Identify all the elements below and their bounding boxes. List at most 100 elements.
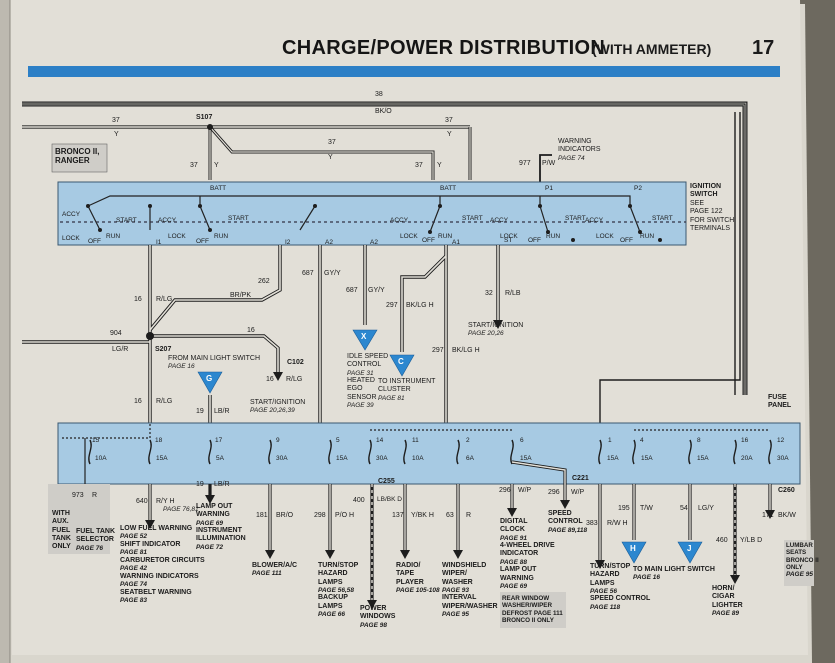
wire-171-color: BK/W: [778, 512, 796, 519]
fuse-2-amp: 6A: [466, 455, 474, 462]
wire-19-out-num: 19: [196, 481, 204, 488]
fuse-panel: [57, 422, 801, 485]
wire-137-num: 137: [392, 512, 404, 519]
pos-run-4: RUN: [546, 233, 561, 240]
wire-37-color-d: Y: [214, 162, 219, 169]
fuse-11-num: 11: [412, 437, 419, 444]
wire-297-color-b: BK/LG H: [452, 347, 480, 354]
fuse-17-num: 17: [215, 437, 223, 444]
wire-171-num: 171: [762, 512, 774, 519]
fuse-18-num: 18: [155, 437, 163, 444]
wire-195-num: 195: [618, 505, 630, 512]
wire-297-color-a: BK/LG H: [406, 302, 434, 309]
low-fuel-page-ref: PAGE 76,81: [163, 506, 199, 513]
wire-37-color-c: Y: [447, 131, 452, 138]
wire-63-color: R: [466, 512, 472, 519]
wire-640-num: 640: [136, 498, 148, 505]
wire-296-num-b: 296: [548, 489, 560, 496]
wire-973-num: 973: [72, 492, 84, 499]
term-i2: I2: [285, 239, 291, 246]
wire-37-color-a: Y: [114, 131, 119, 138]
connector-c260: C260: [778, 487, 795, 494]
wire-298-num: 298: [314, 512, 326, 519]
wire-37-color-e: Y: [437, 162, 442, 169]
wire-54-num: 54: [680, 505, 688, 512]
term-p1: P1: [545, 185, 553, 192]
callout-j-letter: J: [687, 544, 692, 553]
batt-label-1: BATT: [210, 185, 227, 192]
wire-262-num: 262: [258, 278, 270, 285]
wire-687-num-b: 687: [346, 287, 358, 294]
fuse-4-amp: 15A: [641, 455, 653, 462]
fuse-1-amp: 15A: [607, 455, 619, 462]
pos-run-1: RUN: [106, 233, 121, 240]
wire-38-num: 38: [375, 91, 383, 98]
pos-lock-2: LOCK: [168, 233, 186, 240]
pos-accy-1: ACCY: [62, 211, 81, 218]
pos-start-2: START: [228, 215, 249, 222]
wire-687-num-a: 687: [302, 270, 314, 277]
wire-63-num: 63: [446, 512, 454, 519]
rear-window-note-box: [500, 592, 566, 628]
wire-687-color-b: GY/Y: [368, 287, 385, 294]
wire-460-num: 460: [716, 537, 728, 544]
wire-37-num-c: 37: [445, 117, 453, 124]
wire-181-num: 181: [256, 512, 268, 519]
splice-s107: S107: [196, 114, 213, 121]
pos-lock-3: LOCK: [400, 233, 418, 240]
wire-297-num-b: 297: [432, 347, 444, 354]
pos-off-4: OFF: [528, 237, 541, 244]
wire-297-num-a: 297: [386, 302, 398, 309]
callout-c-letter: C: [398, 357, 404, 366]
wire-16-color-d: R/LG: [156, 398, 173, 405]
wire-195-color: T/W: [640, 505, 653, 512]
page-title: CHARGE/POWER DISTRIBUTION: [282, 37, 606, 59]
pos-lock-4: LOCK: [500, 233, 518, 240]
start-ignition-label-1: START/IGNITION PAGE 20,26: [468, 322, 524, 338]
fuse-8-amp: 15A: [697, 455, 709, 462]
pos-lock-1: LOCK: [62, 235, 80, 242]
term-a2-2: A2: [370, 239, 378, 246]
page-number: 17: [752, 37, 775, 59]
wire-37-num-a: 37: [112, 117, 120, 124]
fuse-18-amp: 15A: [156, 455, 168, 462]
wire-54-color: LG/Y: [698, 505, 714, 512]
fuse-12-amp: 30A: [777, 455, 789, 462]
warning-wire-color: P/W: [542, 160, 556, 167]
splice-s207: S207: [155, 346, 172, 353]
lumbar-note-box: [784, 540, 814, 586]
wire-16-color-c: R/LG: [286, 376, 303, 383]
fuse-5-amp: 15A: [336, 455, 348, 462]
fuse-14-num: 14: [376, 437, 384, 444]
fuse-9-num: 9: [276, 437, 280, 444]
wire-296-color-b: W/P: [571, 489, 585, 496]
wire-37-num-d: 37: [190, 162, 198, 169]
pos-accy-4: ACCY: [490, 217, 509, 224]
pos-off-2: OFF: [196, 238, 209, 245]
batt-label-2: BATT: [440, 185, 457, 192]
pos-start-4: START: [565, 215, 586, 222]
wire-32-color: R/LB: [505, 290, 521, 297]
fuse-1-num: 1: [608, 437, 612, 444]
wire-181-color: BR/O: [276, 512, 294, 519]
to-main-light-switch-label: TO MAIN LIGHT SWITCH PAGE 16: [633, 566, 715, 582]
pos-start-5: START: [652, 215, 673, 222]
switch-terminal-dots: [86, 204, 662, 242]
callout-g-letter: G: [206, 374, 213, 383]
fuse-12-num: 12: [777, 437, 785, 444]
wire-296-num-a: 296: [499, 487, 511, 494]
start-ignition-label-2: START/IGNITION PAGE 20,26,39: [250, 399, 306, 415]
